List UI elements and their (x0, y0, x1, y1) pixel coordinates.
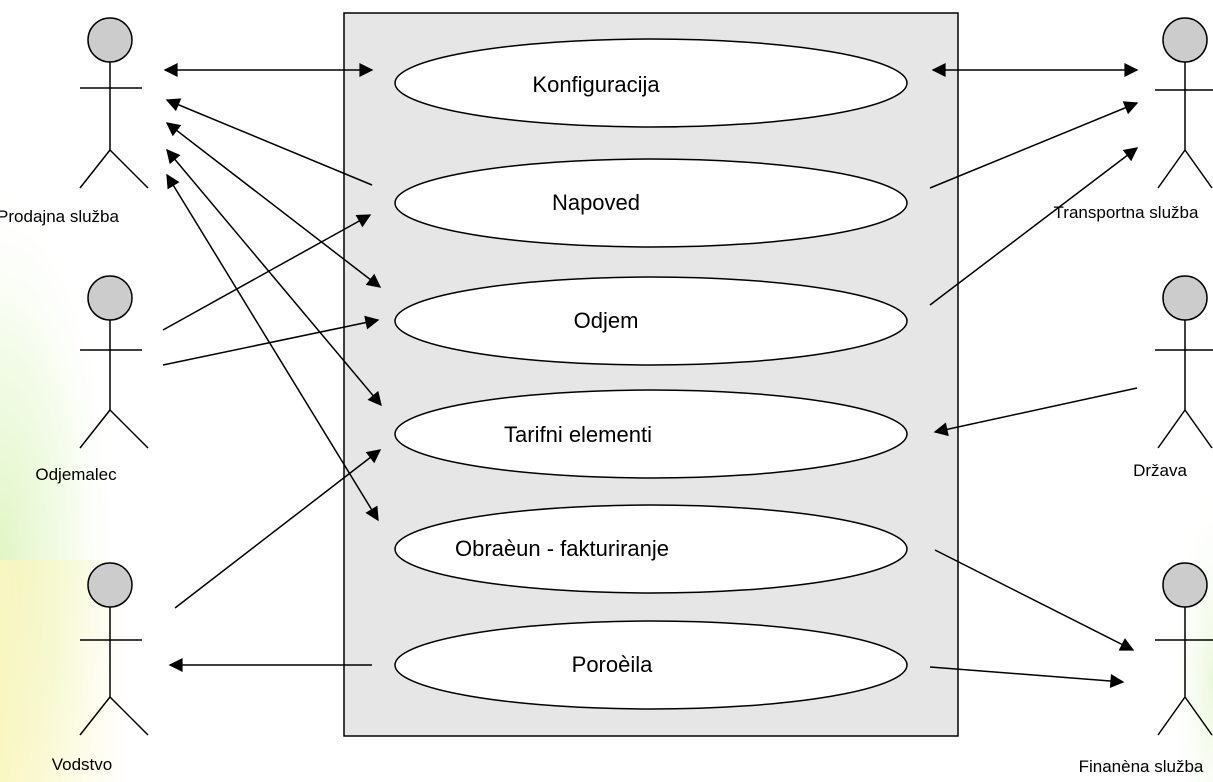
use-case-napoved[interactable]: Napoved (394, 158, 908, 248)
use-case-label: Napoved (552, 190, 640, 215)
use-case-label: Odjem (574, 308, 639, 333)
use-case-label: Obraèun - fakturiranje (455, 536, 669, 561)
actor-label-transportna-sluzba: Transportna služba (1054, 203, 1199, 222)
relation-arrow-odjem-transportna (929, 147, 1139, 306)
relation-arrow-vodstvo-tarifni (174, 449, 382, 609)
relation-arrows (162, 63, 1139, 689)
actor-prodajna-sluzba[interactable] (79, 17, 149, 189)
relation-arrow-odjemalec-napoved (162, 214, 372, 331)
relation-arrow-porocila-financna (929, 666, 1125, 689)
use-case-label: Tarifni elementi (504, 422, 652, 447)
relation-arrow-napoved-prodajna (165, 98, 373, 186)
actor-label-odjemalec: Odjemalec (35, 465, 117, 484)
use-case-obracun-fakturiranje[interactable]: Obraèun - fakturiranje (394, 504, 908, 594)
actor-label-financna-sluzba: Finanèna služba (1079, 757, 1204, 776)
use-case-label: Poroèila (572, 652, 653, 677)
actor-label-vodstvo: Vodstvo (52, 755, 113, 774)
actor-vodstvo[interactable] (79, 562, 149, 736)
relation-arrow-drzava-tarifni (933, 387, 1138, 437)
actor-financna-sluzba[interactable] (1155, 562, 1213, 736)
use-case-konfiguracija[interactable]: Konfiguracija (394, 38, 908, 128)
actor-transportna-sluzba[interactable] (1155, 17, 1213, 189)
use-case-label: Konfiguracija (532, 72, 660, 97)
relation-arrow-prodajna-obracun (166, 173, 379, 522)
use-case-tarifni-elementi[interactable]: Tarifni elementi (394, 389, 908, 479)
actor-label-drzava: Država (1133, 461, 1187, 480)
actor-odjemalec[interactable] (79, 275, 149, 449)
system-boundary (343, 12, 959, 737)
actor-label-prodajna-sluzba: Prodajna služba (0, 207, 119, 226)
relation-arrow-napoved-transportna (929, 101, 1139, 189)
actor-drzava[interactable] (1155, 275, 1213, 449)
use-case-porocila[interactable]: Poroèila (394, 620, 908, 710)
relation-arrow-odjemalec-odjem (162, 315, 380, 366)
use-case-odjem[interactable]: Odjem (394, 276, 908, 366)
relation-arrow-obracun-financna (934, 549, 1135, 651)
